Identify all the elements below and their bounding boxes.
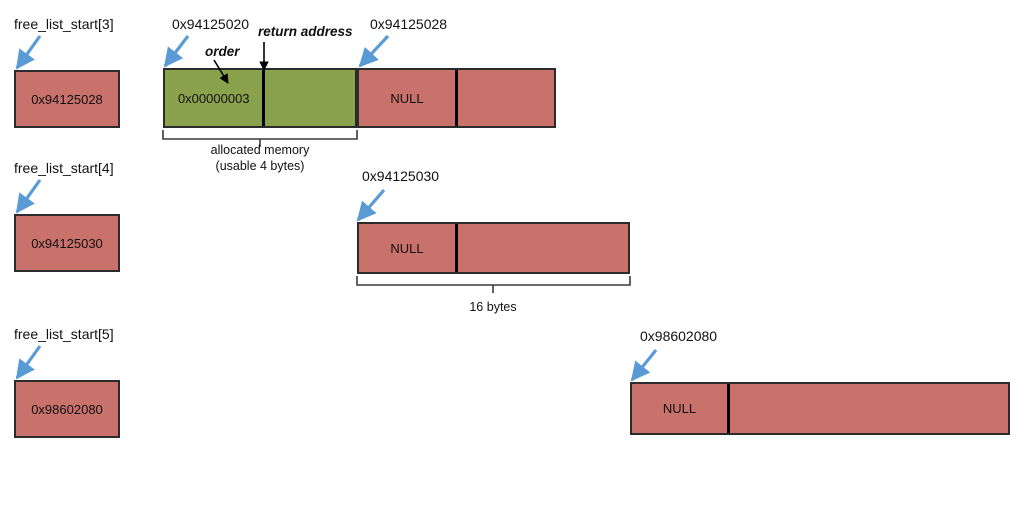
free-list-box-5: 0x98602080 — [14, 380, 120, 438]
free-block-0x94125028-next-pointer: NULL — [390, 90, 424, 106]
free-block-0x98602080-body — [727, 384, 1008, 433]
allocated-order-value: 0x00000003 — [177, 90, 250, 106]
size-brace — [356, 276, 631, 293]
arrow-to-address-0x94125030 — [356, 188, 386, 222]
free-block-0x94125030-body — [455, 224, 628, 272]
free-block-0x98602080: NULL — [630, 382, 1010, 435]
free-block-0x94125030-next-pointer: NULL — [390, 240, 424, 256]
arrow-to-address-0x94125020 — [163, 35, 190, 68]
free-list-box-3: 0x94125028 — [14, 70, 120, 128]
free-list-start-4-label: free_list_start[4] — [14, 160, 114, 176]
arrow-to-free-list-box-5 — [15, 345, 42, 380]
free-block-0x94125028-body — [455, 70, 554, 126]
address-0x94125030-label: 0x94125030 — [362, 168, 440, 184]
allocated-payload-cell — [262, 70, 355, 126]
allocated-memory-brace-label-line1: allocated memory — [210, 143, 310, 157]
free-block-0x94125030: NULL — [357, 222, 630, 274]
address-0x98602080-label: 0x98602080 — [640, 328, 718, 344]
free-list-box-3-value: 0x94125028 — [31, 91, 103, 107]
return-address-label: return address — [258, 24, 353, 39]
arrow-to-address-0x98602080 — [630, 349, 658, 382]
free-list-start-5-label: free_list_start[5] — [14, 326, 114, 342]
free-block-0x94125028: NULL — [357, 68, 556, 128]
free-block-0x98602080-next-pointer: NULL — [662, 401, 697, 416]
address-0x94125020-label: 0x94125020 — [172, 16, 250, 32]
free-list-box-4: 0x94125030 — [14, 214, 120, 272]
free-list-start-3-label: free_list_start[3] — [14, 16, 114, 32]
address-0x94125028-label: 0x94125028 — [370, 16, 448, 32]
arrow-to-free-list-box-3 — [15, 35, 42, 70]
arrow-to-free-list-box-4 — [15, 179, 42, 214]
allocated-memory-brace-label-line2: (usable 4 bytes) — [215, 159, 305, 173]
size-brace-label: 16 bytes — [469, 300, 517, 314]
free-list-box-4-value: 0x94125030 — [31, 235, 103, 251]
arrow-to-address-0x94125028 — [358, 34, 390, 68]
order-label: order — [205, 44, 240, 59]
allocated-memory-block: 0x00000003 — [163, 68, 357, 128]
free-list-box-5-value: 0x98602080 — [31, 401, 103, 417]
